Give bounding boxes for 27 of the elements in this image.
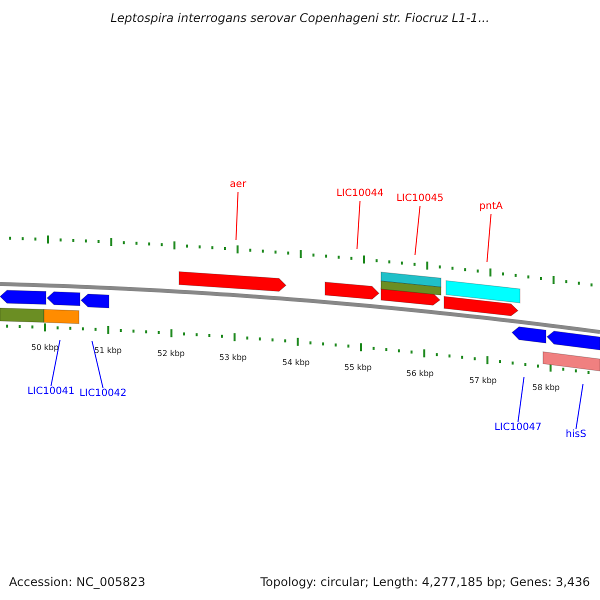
leader-line (414, 206, 420, 256)
scale-label: 50 kbp (31, 343, 59, 354)
scale-label: 58 kbp (532, 383, 560, 394)
gene-label: LIC10041 (27, 386, 75, 398)
leader-line (236, 192, 238, 240)
gene-label: LIC10045 (396, 193, 444, 205)
scale-label: 51 kbp (94, 346, 122, 356)
leader-line (518, 376, 524, 422)
leader-line (356, 200, 360, 250)
leader-line (92, 340, 104, 388)
scale-label: 56 kbp (406, 368, 434, 379)
gene-label: LIC10047 (494, 422, 542, 434)
gene-label: hisS (566, 429, 586, 441)
scale-label: 53 kbp (219, 353, 247, 364)
leader-line (50, 340, 60, 386)
leader-line (486, 214, 492, 262)
footer-text: Accession: NC_005823 (9, 575, 146, 589)
gene-label: aer (230, 179, 246, 191)
scale-label: 52 kbp (157, 349, 185, 360)
gene-label: pntA (479, 201, 503, 213)
title: Leptospira interrogans serovar Copenhageni str. Fiocruz L1-1... (109, 11, 491, 25)
scale-label: 55 kbp (344, 362, 372, 373)
gene-label: LIC10042 (79, 388, 127, 400)
scale-label: 54 kbp (282, 358, 310, 368)
leader-line (576, 384, 584, 430)
gene-label: LIC10044 (336, 188, 384, 200)
footer-text: Topology: circular; Length: 4,277,185 bp; Genes: 3,436 (260, 575, 590, 589)
